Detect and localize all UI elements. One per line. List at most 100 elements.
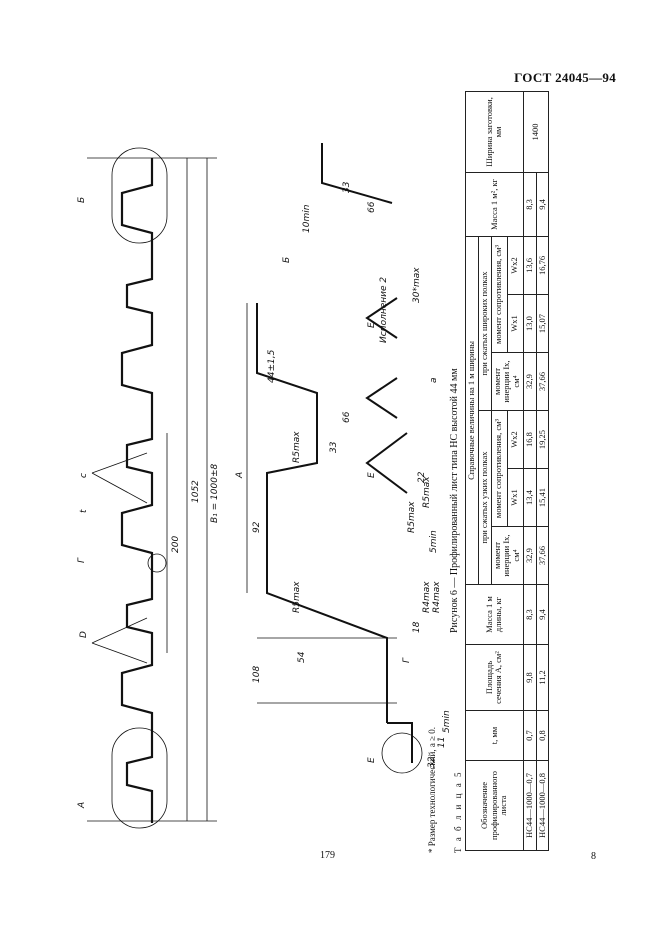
detail-E-circle: [381, 732, 423, 774]
cell-ix2: 37,66: [536, 352, 549, 411]
cell-m2: 9,4: [536, 172, 549, 237]
detail-E-title: Е: [367, 472, 377, 478]
dim-1052: 1052: [191, 480, 201, 503]
cell-area: 9,8: [523, 644, 537, 711]
cell-ix1: 37,66: [536, 526, 549, 585]
detail-E2-dim-a: a: [429, 377, 439, 383]
label-B: Б: [77, 196, 87, 203]
cell-w21: 15,07: [536, 294, 549, 353]
dim-200: 200: [171, 535, 181, 553]
main-profile-line: [120, 158, 154, 823]
th-mass-area: Масса 1 м², кг: [465, 172, 524, 237]
th-designation: Обозначение профилированного листа: [465, 760, 524, 851]
detail-left-profile: [387, 722, 413, 763]
detail-E2-title: Е: [367, 322, 377, 328]
table-row: НС44—1000—0,7 0,7 9,8 8,3 32,9 13,4 16,8…: [523, 91, 549, 851]
th-t: t, мм: [465, 710, 524, 761]
detail-G-title: Г: [402, 657, 412, 663]
detail-B-dim-10min: 10min: [302, 204, 312, 233]
th-ref: Справочные величины на 1 м ширины: [465, 236, 479, 585]
label-c: с: [79, 473, 89, 478]
detail-left-title: Е: [367, 757, 377, 763]
document-header: ГОСТ 24045—94: [514, 70, 616, 85]
cell-w22: 13,6: [523, 236, 537, 295]
detail-B-profile: [321, 143, 393, 204]
th-inertia-2: момент инерции Ix, см⁴: [491, 352, 524, 411]
detail-E2-profile: [365, 432, 408, 494]
callout-B: [111, 147, 168, 244]
th-inertia-1: момент инерции Ix, см⁴: [491, 526, 524, 585]
th-mass-len: Масса 1 м длины, кг: [465, 584, 524, 645]
callout-G: [147, 553, 167, 573]
detail-A-dim-108: 108: [252, 665, 262, 683]
detail-A-dim-33: 33: [329, 441, 339, 453]
detail-E-profile: [365, 377, 398, 419]
th-area: Площадь сечения A, см²: [465, 644, 524, 711]
label-G: Г: [77, 557, 87, 563]
cell-t: 0,7: [523, 710, 537, 761]
cell-area: 11,2: [536, 644, 549, 711]
th-wide: при сжатых широких полках: [478, 236, 492, 411]
cell-ix2: 32,9: [523, 352, 537, 411]
rotated-content: А Г Б с t D 200 1052 B₁ = 1000±8 А 92 10…: [67, 88, 600, 863]
cell-ix1: 32,9: [523, 526, 537, 585]
detail-A-dim-92: 92: [252, 521, 262, 533]
cell-w21: 13,0: [523, 294, 537, 353]
dim-B1: B₁ = 1000±8: [210, 463, 220, 523]
cell-w11: 13,4: [523, 468, 537, 527]
detail-B-dim-66: 66: [367, 201, 377, 213]
th-width: Ширина заготовки, мм: [465, 91, 524, 173]
detail-A-dim-r5b: R5max: [292, 581, 302, 613]
th-resist-2: момент сопротивления, см³: [491, 236, 508, 353]
cell-name: НС44—1000—0,8: [536, 760, 549, 851]
label-D: D: [79, 631, 89, 638]
detail-G-dim-r4b: R4max: [432, 581, 442, 613]
page-number-right: 8: [591, 851, 596, 862]
cell-w12: 16,8: [523, 410, 537, 469]
page-number-left: 179: [320, 850, 335, 861]
th-narrow: при сжатых узких полках: [478, 410, 492, 585]
detail-A-profile: [256, 303, 388, 723]
detail-A-dim-r5a: R5max: [292, 431, 302, 463]
detail-left-dim-5min: 5min: [442, 710, 452, 733]
table-caption: Т а б л и ц а 5: [453, 770, 463, 853]
detail-G-dim-18: 18: [412, 621, 422, 633]
table-header-row-1: Обозначение профилированного листа t, мм…: [465, 91, 524, 851]
detail-G-dim-r4a: R4max: [422, 581, 432, 613]
cell-mass: 9,4: [536, 584, 549, 645]
detail-A-dim-54: 54: [297, 651, 307, 663]
th-wx2-a: Wx2: [507, 410, 524, 469]
cell-w12: 19,25: [536, 410, 549, 469]
profile-drawing: [87, 143, 423, 829]
figure-caption: Рисунок 6 — Профилированный лист типа НС…: [449, 368, 460, 633]
cell-t: 0,8: [536, 710, 549, 761]
label-t: t: [79, 509, 89, 513]
cell-w11: 15,41: [536, 468, 549, 527]
cell-w22: 16,76: [536, 236, 549, 295]
cell-mass: 8,3: [523, 584, 537, 645]
detail-A-dim-66: 66: [342, 411, 352, 423]
detail-E2-subtitle: Исполнение 2: [379, 276, 389, 343]
cell-width: 1400: [523, 91, 549, 173]
detail-B-title: Б: [282, 256, 292, 263]
detail-E-dim-5min: 5min: [429, 530, 439, 553]
th-resist-1: момент сопротивления, см³: [491, 410, 508, 527]
cell-name: НС44—1000—0,7: [523, 760, 537, 851]
th-wx2-b: Wx2: [507, 236, 524, 295]
figure-note: * Размер технологический, a ≥ 0.: [427, 726, 437, 853]
detail-E2-dim-30: 30*max: [412, 267, 422, 303]
detail-E-dim-22: 22: [417, 471, 427, 483]
detail-left-dim-11: 11: [437, 736, 447, 748]
detail-A-title: А: [235, 471, 245, 478]
spec-table: Обозначение профилированного листа t, мм…: [465, 91, 549, 851]
detail-G-profile: [365, 297, 398, 339]
detail-B-dim-33: 33: [342, 181, 352, 193]
label-A: А: [77, 801, 87, 808]
table-row: НС44—1000—0,8 0,8 11,2 9,4 37,66 15,41 1…: [536, 91, 549, 851]
th-wx1-b: Wx1: [507, 294, 524, 353]
callout-A: [111, 727, 168, 829]
cell-m2: 8,3: [523, 172, 537, 237]
th-wx1-a: Wx1: [507, 468, 524, 527]
detail-E-dim-r5a: R5max: [407, 501, 417, 533]
detail-A-dim-44: 44±1,5: [267, 349, 277, 383]
